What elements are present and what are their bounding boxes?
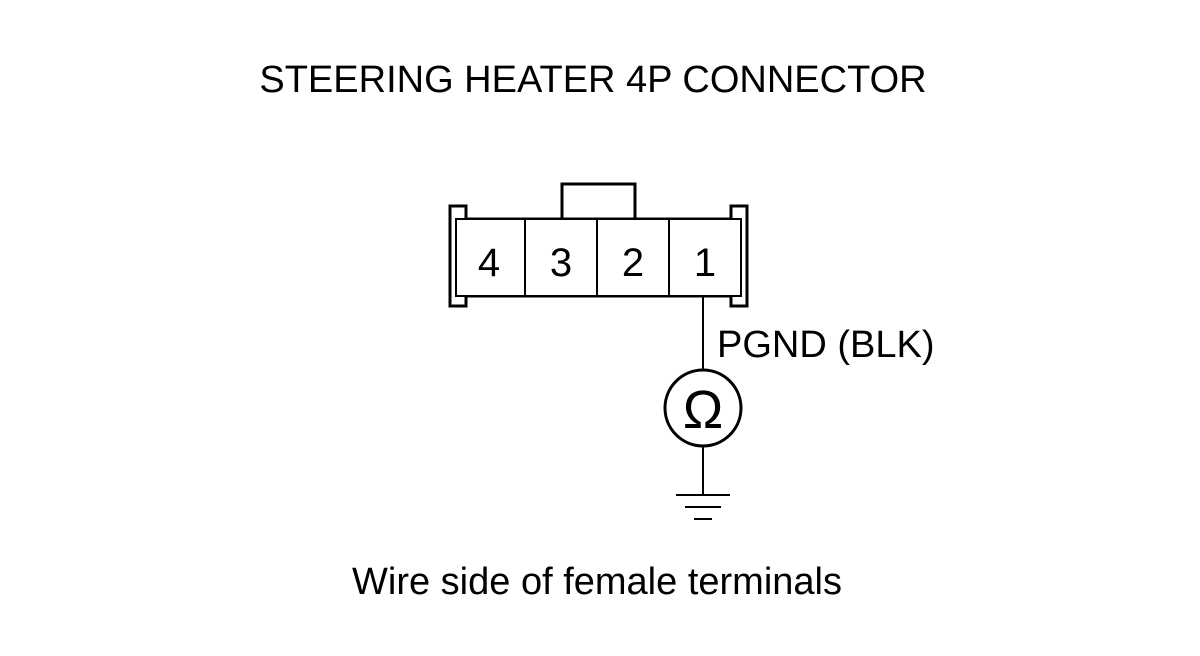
connector-latch — [560, 182, 637, 222]
wire-label: PGND (BLK) — [717, 324, 934, 366]
terminal-3: 3 — [550, 241, 572, 285]
terminal-4: 4 — [478, 241, 500, 285]
terminal-2: 2 — [622, 241, 644, 285]
ground-icon — [676, 494, 730, 520]
diagram-title: STEERING HEATER 4P CONNECTOR — [259, 59, 926, 101]
meter-symbol: Ω — [683, 380, 723, 440]
connector-cavity — [455, 218, 742, 297]
terminal-1: 1 — [694, 241, 716, 285]
connector-4p: 4 3 2 1 — [448, 182, 749, 308]
ohmmeter-icon: Ω — [663, 368, 743, 448]
diagram-caption: Wire side of female terminals — [352, 561, 842, 603]
